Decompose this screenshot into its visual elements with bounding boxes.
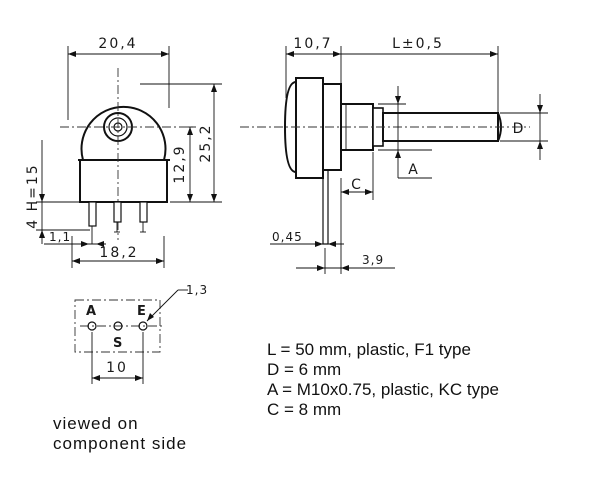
dim-body-depth-label: 10,7 [293,36,332,52]
pin-label-s: S [113,336,122,351]
dim-center: 12,9 [172,126,196,202]
dim-body-depth: 10,7 [285,36,342,98]
dim-height: 25,2 [140,83,222,203]
dim-center-label: 12,9 [172,144,188,183]
dim-lug-offset-label: 3,9 [362,253,384,267]
side-body [295,77,324,179]
dim-housing-label: 4 H=15 [25,163,41,228]
spec-line-1: L = 50 mm, plastic, F1 type [267,340,471,359]
dim-bush-label: C [351,177,363,193]
front-view: 20,4 25,2 12,9 4 H=15 [25,36,222,268]
dim-width-label: 20,4 [98,36,137,52]
dim-pin-offset-label: 1,1 [49,230,71,244]
spec-line-4: C = 8 mm [267,400,341,419]
view-note: viewed on component side [53,414,187,453]
dim-pin-span-label: 18,2 [99,245,138,261]
dim-shaft-dia-label: D [513,121,526,137]
front-pins [88,201,148,244]
note-line-2: component side [53,434,187,453]
pin-hole-s [113,321,123,331]
dim-shaft-length: L±0,5 [341,36,499,112]
side-cap [283,80,297,174]
dim-thread-label: A [408,162,420,178]
spec-line-3: A = M10x0.75, plastic, KC type [267,380,499,399]
pinout-spacing-label: 10 [106,360,128,376]
note-line-1: viewed on [53,414,139,433]
dim-pin-offset: 1,1 [44,230,106,247]
dim-bush: C [341,152,374,200]
dim-shaft-length-label: L±0,5 [392,36,444,52]
pin-label-e: E [137,304,146,319]
dim-pin-span: 18,2 [71,236,165,268]
pin-hole-e [138,321,148,331]
pinout-outline [74,299,161,353]
dim-lug-offset: 3,9 [296,178,395,274]
front-housing [79,159,168,203]
dim-housing: 4 H=15 [25,140,90,244]
pin-label-a: A [86,304,96,319]
pin-hole-a [87,321,97,331]
spec-list: L = 50 mm, plastic, F1 type D = 6 mm A =… [267,340,499,419]
dim-width: 20,4 [67,36,170,120]
spec-line-2: D = 6 mm [267,360,341,379]
dim-lug-thickness: 0,45 [270,230,344,247]
dim-thread: A [378,86,432,179]
dim-height-label: 25,2 [198,123,214,162]
dim-shaft-dia: D [500,94,548,160]
side-view: 10,7 L±0,5 D A [240,36,548,274]
pinout-view: A S E 1,3 10 [74,283,208,384]
side-lug [322,170,329,245]
dim-lug-thickness-label: 0,45 [272,230,303,244]
pinout-pitch-label: 1,3 [186,283,208,297]
